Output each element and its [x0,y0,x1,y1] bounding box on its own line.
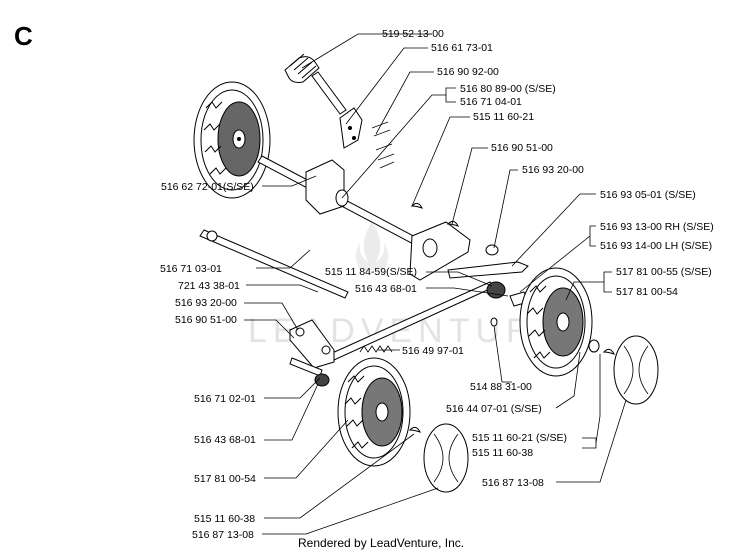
part-label: 519 52 13-00 [382,28,444,40]
part-label: 516 93 13-00 RH (S/SE) [600,221,714,233]
part-label: 515 11 60-21 [473,111,534,123]
part-label: 516 71 04-01 [460,96,522,108]
hubcap-right [613,335,659,405]
leader-lines [244,33,627,535]
washer-right [588,339,600,353]
clip-mid [446,220,459,227]
part-label: 516 93 05-01 (S/SE) [600,189,696,201]
part-label: 515 11 60-38 [472,447,533,459]
part-label: 516 62 72-01(S/SE) [161,181,254,193]
part-label: 516 87 13-08 [482,477,544,489]
part-label: 516 71 03-01 [160,263,222,275]
handle-lever [284,53,363,149]
footer-credit: Rendered by LeadVenture, Inc. [298,536,464,550]
part-label: 516 87 13-08 [192,529,254,541]
part-label: 516 71 02-01 [194,393,256,405]
part-label: 516 61 73-01 [431,42,493,54]
spring [359,345,393,353]
part-label: 515 11 60-38 [194,513,255,525]
part-label: 516 90 92-00 [437,66,499,78]
section-letter: C [14,21,33,51]
part-label: 517 81 00-55 (S/SE) [616,266,712,278]
clip-lower [408,426,421,433]
part-label: 516 93 20-00 [175,297,237,309]
wheel-lower-right [519,267,593,377]
pin-small [490,317,498,327]
lower-axle [199,229,349,299]
part-label: 517 81 00-54 [194,473,256,485]
bushing-right [486,281,506,299]
part-label: 516 93 14-00 LH (S/SE) [600,240,712,252]
part-label: 515 11 60-21 (S/SE) [472,432,567,444]
wheel-lower-left [337,357,411,467]
bolts [371,121,395,169]
part-label: 514 88 31-00 [470,381,532,393]
washer-upper [485,244,499,256]
upper-axle [257,155,529,281]
parts [193,53,659,493]
part-label: 516 43 68-01 [355,283,417,295]
clip-upper [410,202,423,209]
part-label: 516 44 07-01 (S/SE) [446,403,542,415]
part-label: 516 90 51-00 [175,314,237,326]
part-label: 516 43 68-01 [194,434,256,446]
part-label: 517 81 00-54 [616,286,678,298]
part-label: 516 93 20-00 [522,164,584,176]
wheel-upper-left [193,81,271,199]
part-labels: 519 52 13-00 516 61 73-01 516 90 92-00 5… [160,28,714,541]
part-label: 721 43 38-01 [178,280,240,292]
lower-bracket [289,319,335,387]
part-label: 516 80 89-00 (S/SE) [460,83,556,95]
part-label: 515 11 84-59(S/SE) [325,266,417,278]
part-label: 516 90 51-00 [491,142,553,154]
clip-right [602,348,615,355]
hubcap-lower [423,423,469,493]
part-label: 516 49 97-01 [402,345,464,357]
